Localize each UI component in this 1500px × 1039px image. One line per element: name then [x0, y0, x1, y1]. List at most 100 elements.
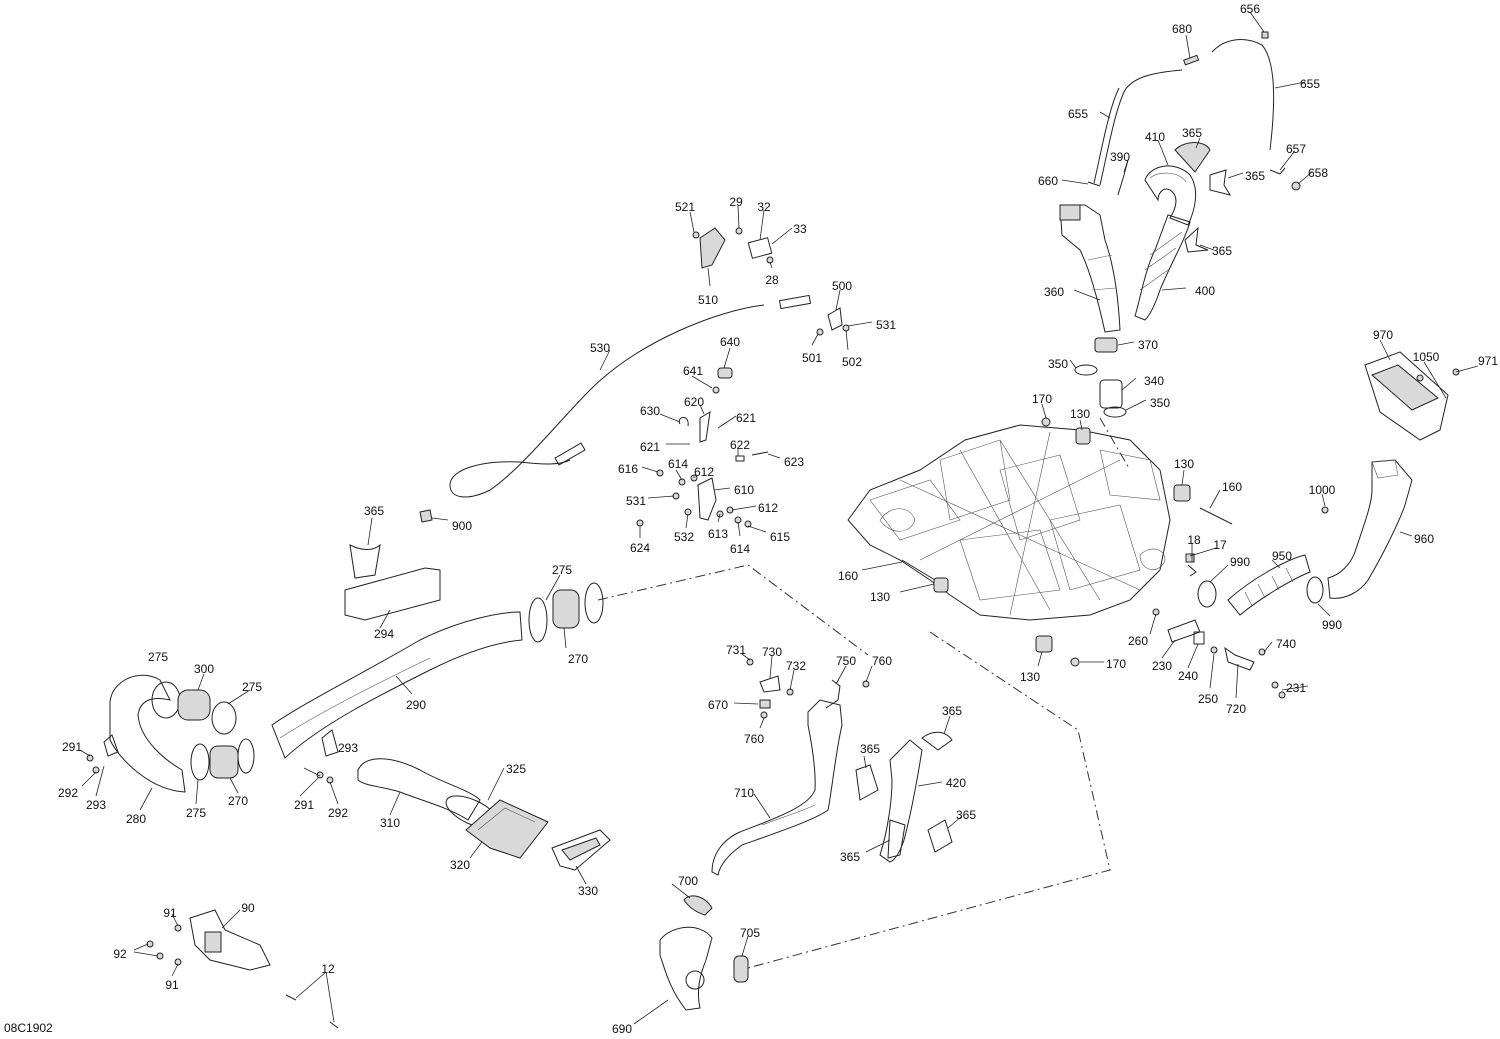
callout-label: 900	[452, 519, 472, 533]
callout-label: 231	[1286, 681, 1306, 695]
screw-291-left	[86, 754, 94, 762]
mount-130-a	[1075, 427, 1091, 445]
clamp-275-c	[190, 743, 210, 781]
bracket-90	[189, 909, 271, 971]
screw-760-a	[760, 711, 768, 719]
callout-label: 260	[1128, 634, 1148, 648]
callout-label: 275	[186, 806, 206, 820]
callout-label: 624	[630, 541, 650, 555]
screw-740	[1258, 648, 1266, 656]
part-365-center-d	[887, 819, 906, 859]
callout-label: 170	[1032, 392, 1052, 406]
screw-91-a	[174, 924, 182, 932]
callout-label: 270	[228, 794, 248, 808]
callout-label: 655	[1068, 107, 1088, 121]
nut-170-b	[1070, 657, 1080, 667]
cap-700	[683, 895, 713, 916]
callout-label: 658	[1308, 166, 1328, 180]
callout-label: 532	[674, 530, 694, 544]
callout-label: 294	[374, 627, 394, 641]
callout-label: 130	[870, 590, 890, 604]
engine-assembly	[847, 424, 1171, 621]
diagram-code: 08C1902	[4, 1021, 53, 1035]
screw-231-a	[1271, 681, 1279, 689]
clamp-275-d	[237, 738, 255, 774]
callout-label: 420	[946, 776, 966, 790]
callout-label: 641	[683, 364, 703, 378]
washer-614	[678, 478, 686, 486]
callout-label: 130	[1174, 457, 1194, 471]
part-365-right-a	[1209, 169, 1232, 196]
callout-label: 623	[784, 455, 804, 469]
callout-label: 365	[942, 704, 962, 718]
callout-label: 950	[1272, 549, 1292, 563]
clamp-275-b	[211, 701, 237, 735]
part-18	[1187, 564, 1197, 577]
callout-label: 275	[552, 563, 572, 577]
silencer-970	[1364, 351, 1449, 441]
screw-501	[816, 328, 824, 336]
callout-label: 365	[364, 504, 384, 518]
callout-label: 90	[241, 901, 255, 915]
callout-label: 960	[1414, 532, 1434, 546]
callout-label: 640	[720, 335, 740, 349]
bracket-750	[825, 679, 841, 709]
callout-label: 621	[736, 411, 756, 425]
callout-label: 610	[734, 483, 754, 497]
callout-label: 1000	[1309, 483, 1336, 497]
bellows-950	[1227, 554, 1311, 616]
callout-label: 621	[640, 440, 660, 454]
mount-130-d	[1035, 635, 1053, 653]
callout-label: 760	[872, 654, 892, 668]
coupler-300	[177, 689, 211, 721]
coupler-270-left	[209, 745, 239, 779]
spacer-240	[1193, 631, 1205, 645]
callout-label: 680	[1172, 22, 1192, 36]
bolt-160-left	[901, 559, 936, 581]
elbow-690	[659, 926, 713, 1011]
callout-label: 705	[740, 926, 760, 940]
callout-label: 280	[126, 812, 146, 826]
part-657	[1269, 167, 1286, 175]
callout-label: 18	[1187, 533, 1201, 547]
callout-label: 656	[1240, 2, 1260, 16]
callout-label: 340	[1144, 374, 1164, 388]
callout-label: 710	[734, 786, 754, 800]
shield-420	[879, 739, 923, 863]
callout-label: 732	[786, 659, 806, 673]
callout-label: 700	[678, 874, 698, 888]
callout-label: 616	[618, 462, 638, 476]
callout-label: 531	[876, 318, 896, 332]
callout-label: 740	[1276, 637, 1296, 651]
screw-231-b	[1278, 691, 1286, 699]
callout-label: 230	[1152, 659, 1172, 673]
bracket-510	[699, 227, 726, 269]
callout-label: 330	[578, 884, 598, 898]
part-365-center-c	[927, 819, 953, 853]
callout-label: 365	[1212, 244, 1232, 258]
callout-label: 292	[328, 806, 348, 820]
screw-1000	[1321, 506, 1329, 514]
clamp-990-left	[1197, 580, 1217, 608]
callout-label: 325	[506, 762, 526, 776]
duct-280	[103, 674, 186, 793]
callout-label: 291	[62, 740, 82, 754]
bolt-160-right	[1199, 507, 1233, 525]
duct-960	[1327, 459, 1413, 599]
screw-731	[746, 658, 754, 666]
callout-label: 365	[1182, 126, 1202, 140]
part-670	[759, 699, 771, 709]
callout-label: 292	[58, 786, 78, 800]
callout-label: 690	[612, 1022, 632, 1036]
duct-290	[271, 611, 523, 759]
pin-622	[735, 455, 745, 462]
bracket-500	[827, 307, 843, 331]
callout-label: 615	[770, 530, 790, 544]
screw-1050	[1416, 374, 1424, 382]
callout-label: 390	[1110, 150, 1130, 164]
part-365-center-a	[921, 731, 953, 751]
callout-label: 130	[1070, 407, 1090, 421]
callout-label: 760	[744, 732, 764, 746]
